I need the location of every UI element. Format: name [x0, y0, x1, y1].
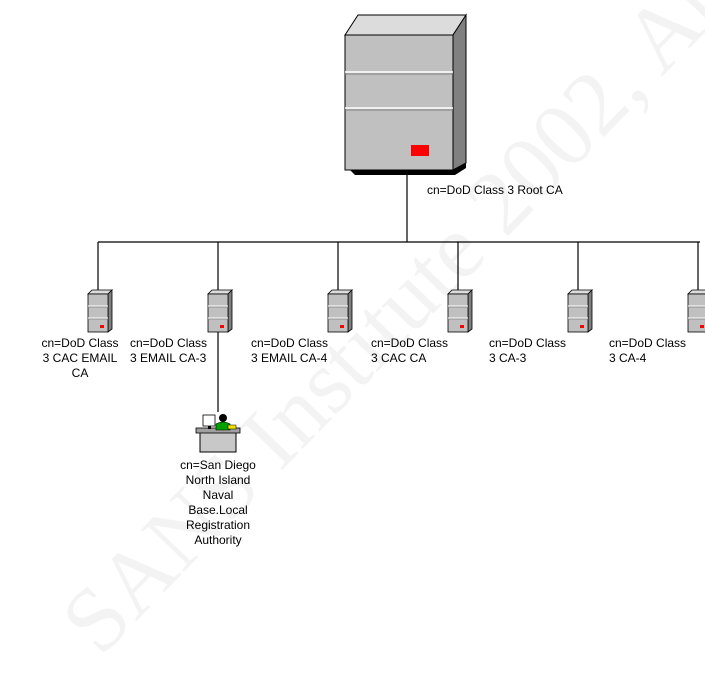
- ca-label-email-ca-4: cn=DoD Class 3 EMAIL CA-4: [251, 336, 329, 365]
- led-indicator: [220, 325, 224, 328]
- registration-authority-label: cn=San Diego North Island Naval Base.Loc…: [180, 458, 256, 547]
- connectors: [97, 170, 700, 412]
- led-indicator: [100, 325, 104, 328]
- root-ca-server-icon: [344, 13, 467, 175]
- registration-authority-workstation-icon: [195, 414, 241, 453]
- led-indicator: [700, 325, 704, 328]
- led-indicator: [460, 325, 464, 328]
- ca-label-cac-email-ca: cn=DoD Class 3 CAC EMAIL CA: [41, 336, 119, 380]
- ca-label-ca-3: cn=DoD Class 3 CA-3: [489, 336, 567, 365]
- server-icon-email-ca-3: [207, 289, 233, 333]
- led-indicator: [580, 325, 584, 328]
- server-icon-ca-3: [567, 289, 593, 333]
- ca-label-cac-ca: cn=DoD Class 3 CAC CA: [371, 336, 449, 365]
- led-indicator: [340, 325, 344, 328]
- server-icon-email-ca-4: [327, 289, 353, 333]
- root-led-indicator: [411, 145, 429, 156]
- subordinate-server-icons: [87, 289, 705, 333]
- root-ca-label: cn=DoD Class 3 Root CA: [427, 183, 563, 197]
- server-icon-cac-email-ca: [87, 289, 113, 333]
- ca-hierarchy-diagram: [87, 13, 705, 453]
- ca-label-email-ca-3: cn=DoD Class 3 EMAIL CA-3: [130, 336, 208, 365]
- ca-label-ca-4: cn=DoD Class 3 CA-4: [609, 336, 687, 365]
- server-icon-ca-4: [687, 289, 705, 333]
- server-icon-cac-ca: [447, 289, 473, 333]
